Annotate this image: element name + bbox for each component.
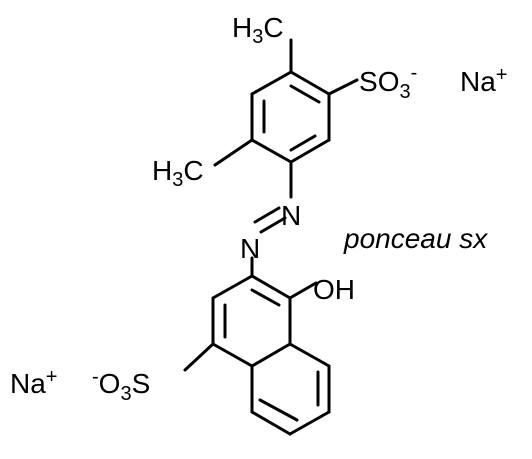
bond-azo-double-1 [253, 206, 281, 224]
bond-sulfonate-bottom [183, 342, 215, 372]
label-methyl-left: H3C [152, 155, 204, 191]
bond-hydroxyl [288, 281, 318, 300]
bond-naph-a-inner-1 [250, 288, 281, 307]
bond-methyl-left [213, 138, 254, 167]
bond-upper-ring-inner-1 [289, 84, 321, 104]
bond-upper-ring-1 [289, 70, 331, 96]
label-sodium-top: Na+ [460, 64, 507, 97]
compound-name-label: ponceau sx [343, 223, 488, 254]
bond-naph-b-1 [288, 342, 331, 368]
label-sodium-bottom: Na+ [10, 366, 57, 399]
label-sulfonate-top: SO3- [359, 62, 417, 103]
upper-benzene-ring [250, 70, 331, 164]
naphthalene-upper-ring [211, 274, 292, 368]
bond-naph-b-4 [250, 410, 292, 436]
bond-naph-b-3 [288, 410, 331, 436]
label-hydroxyl: OH [313, 274, 355, 305]
bond-upper-ring-3 [289, 138, 331, 164]
label-azo-nitrogen-1: N [281, 200, 301, 231]
bond-naph-b-inner-2 [258, 398, 299, 422]
bond-naph-a-6 [211, 274, 254, 300]
label-sulfonate-bottom: -O3S [92, 366, 150, 405]
bond-azo-double-2 [259, 216, 287, 234]
bond-sulfonate-top [327, 78, 359, 96]
label-methyl-top: H3C [232, 12, 284, 48]
bond-naph-a-3 [250, 342, 292, 368]
bond-upper-ring-4 [250, 138, 293, 164]
naphthalene-lower-ring [250, 342, 331, 436]
label-azo-nitrogen-2: N [240, 233, 260, 264]
bond-upper-ring-6 [250, 70, 293, 96]
bond-upper-ring-inner-2 [289, 134, 317, 152]
bond-naph-a-1 [250, 274, 292, 300]
bond-naph-a-4 [211, 342, 254, 368]
